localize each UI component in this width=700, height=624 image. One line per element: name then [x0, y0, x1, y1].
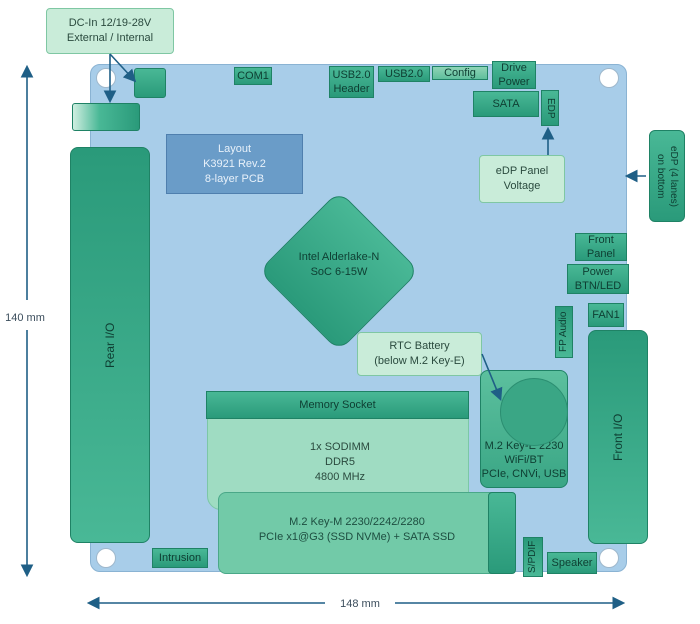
- mounting-hole: [599, 68, 619, 88]
- power-btn-led-connector: Power BTN/LED: [567, 264, 629, 294]
- drive-power-connector: Drive Power: [492, 61, 536, 89]
- layout-info-box: Layout K3921 Rev.2 8-layer PCB: [166, 134, 303, 194]
- com1-connector: COM1: [234, 67, 272, 85]
- front-panel-connector: Front Panel: [575, 233, 627, 261]
- m2-key-m-label: M.2 Key-M 2230/2242/2280 PCIe x1@G3 (SSD…: [258, 516, 456, 543]
- edp-bottom-note: eDP (4 lanes) on bottom: [649, 130, 685, 222]
- mounting-hole: [599, 548, 619, 568]
- dc-in-note: DC-In 12/19-28V External / Internal: [46, 8, 174, 54]
- intrusion-connector: Intrusion: [152, 548, 208, 568]
- height-dimension-label: 140 mm: [5, 312, 45, 324]
- soc-label: Intel Alderlake-N SoC 6-15W: [298, 251, 380, 278]
- mounting-hole: [96, 548, 116, 568]
- usb20-connector: USB2.0: [378, 66, 430, 82]
- edp-connector: EDP: [541, 90, 559, 126]
- usb-header-connector: USB2.0 Header: [329, 66, 374, 98]
- rtc-battery-note: RTC Battery (below M.2 Key-E): [357, 332, 482, 376]
- memory-socket: Memory Socket: [206, 391, 469, 419]
- config-connector: Config: [432, 66, 488, 80]
- sodimm-label: 1x SODIMM DDR5 4800 MHz: [310, 441, 370, 483]
- speaker-connector: Speaker: [547, 552, 597, 574]
- dc-in-internal-connector: [134, 68, 166, 98]
- m2-key-m-connector: [488, 492, 516, 574]
- rtc-battery-icon: [500, 378, 568, 446]
- dc-in-external-connector: [72, 103, 140, 131]
- mounting-hole: [96, 68, 116, 88]
- sata-connector: SATA: [473, 91, 539, 117]
- m2-key-m-slot: [218, 492, 516, 574]
- edp-voltage-note: eDP Panel Voltage: [479, 155, 565, 203]
- width-dimension-label: 148 mm: [340, 598, 380, 610]
- fan1-connector: FAN1: [588, 303, 624, 327]
